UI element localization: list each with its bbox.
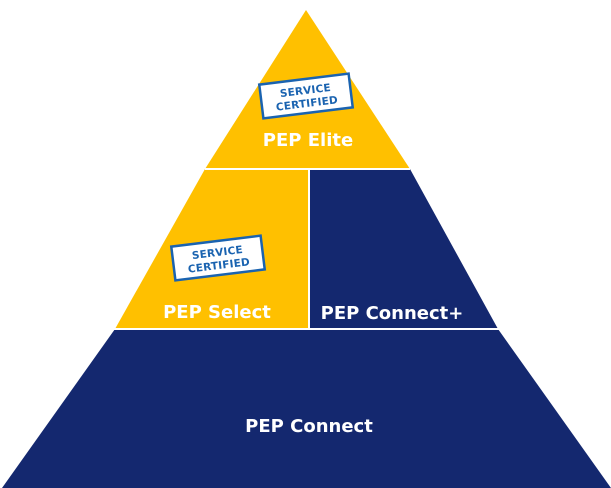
badge-frame [169,234,267,282]
tier-middle-connect-plus [309,169,498,329]
badge-frame [257,72,355,120]
tier-bottom-connect [2,329,611,488]
service-certified-badge-elite: SERVICE CERTIFIED [257,72,355,120]
tier-label-elite: PEP Elite [263,130,353,151]
service-certified-badge-select: SERVICE CERTIFIED [169,234,267,282]
tier-label-connect-plus: PEP Connect+ [321,303,464,324]
tier-label-connect: PEP Connect [245,416,373,437]
tier-label-select: PEP Select [163,302,271,323]
